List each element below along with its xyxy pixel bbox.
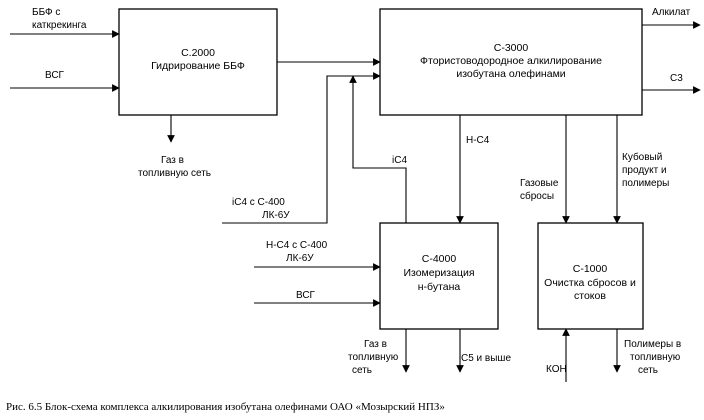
fuel-gas-c2000-label-2: топливную сеть bbox=[138, 168, 211, 179]
block-c3000-name-2: изобутана олефинами bbox=[456, 68, 565, 80]
polymers-fuel-label-1: Полимеры в bbox=[624, 339, 681, 350]
flow-bbf-in: ББФ с каткрекинга bbox=[10, 7, 120, 38]
fuel-gas-c2000-label-1: Газ в bbox=[161, 155, 184, 166]
block-c4000-name-1: Изомеризация bbox=[403, 267, 474, 279]
flow-bottoms: Кубовый продукт и полимеры bbox=[613, 115, 669, 224]
bottoms-label-1: Кубовый bbox=[622, 151, 662, 163]
flow-alkilat: Алкилат bbox=[642, 7, 701, 29]
ic4-recycle-arrow bbox=[349, 75, 407, 223]
gas-vents-label-2: сбросы bbox=[520, 190, 554, 202]
ic4-external-label-2: ЛК-6У bbox=[262, 210, 290, 221]
block-c1000-name-1: Очистка сбросов и bbox=[544, 277, 636, 289]
block-c3000: С-3000 Фтористоводородное алкилирование … bbox=[379, 8, 643, 116]
flow-ic4-recycle: iC4 bbox=[349, 75, 407, 223]
c3-label: С3 bbox=[670, 73, 683, 84]
block-c4000: С-4000 Изомеризация н-бутана bbox=[379, 222, 499, 330]
polymers-fuel-label-2: топливную bbox=[630, 352, 681, 363]
flow-polymers-fuel: Полимеры в топливную сеть bbox=[613, 329, 681, 376]
polymers-fuel-label-3: сеть bbox=[638, 365, 658, 376]
bottoms-label-3: полимеры bbox=[622, 178, 669, 189]
gas-vents-label-1: Газовые bbox=[520, 178, 559, 189]
flow-vsg-top: ВСГ bbox=[10, 70, 120, 92]
block-c2000: С.2000 Гидрирование ББФ bbox=[118, 8, 278, 116]
bottoms-label-2: продукт и bbox=[622, 165, 667, 176]
flow-gas-vents: Газовые сбросы bbox=[520, 115, 570, 224]
bbf-in-label-2: каткрекинга bbox=[32, 20, 87, 31]
block-c1000-name-2: стоков bbox=[574, 290, 606, 302]
block-c1000-code: С-1000 bbox=[573, 263, 608, 275]
block-c3000-name-1: Фтористоводородное алкилирование bbox=[420, 55, 602, 67]
flow-nc4-external: Н-С4 с С-400 ЛК-6У bbox=[254, 240, 381, 271]
fuel-gas-c4000-label-3: сеть bbox=[352, 365, 372, 376]
vsg-bottom-label: ВСГ bbox=[296, 290, 316, 301]
block-c3000-code: С-3000 bbox=[494, 42, 529, 54]
block-c1000: С-1000 Очистка сбросов и стоков bbox=[537, 222, 644, 330]
flow-n-c4: Н-С4 bbox=[456, 115, 490, 224]
nc4-external-label-2: ЛК-6У bbox=[286, 253, 314, 264]
block-c2000-code: С.2000 bbox=[181, 47, 215, 59]
flow-c3: С3 bbox=[642, 73, 701, 94]
nc4-external-label-1: Н-С4 с С-400 bbox=[266, 240, 328, 251]
flow-koh: КОН bbox=[546, 328, 570, 382]
flow-fuel-gas-c2000: Газ в топливную сеть bbox=[138, 115, 211, 179]
n-c4-label: Н-С4 bbox=[466, 135, 490, 146]
flow-vsg-bottom: ВСГ bbox=[254, 290, 381, 307]
figure-caption: Рис. 6.5 Блок-схема комплекса алкилирова… bbox=[6, 401, 445, 413]
block-c4000-name-2: н-бутана bbox=[418, 281, 461, 293]
fuel-gas-c4000-label-1: Газ в bbox=[364, 339, 387, 350]
block-c4000-code: С-4000 bbox=[422, 253, 457, 265]
flow-fuel-gas-c4000: Газ в топливную сеть bbox=[348, 329, 410, 376]
koh-label: КОН bbox=[546, 364, 567, 375]
fuel-gas-c4000-label-2: топливную bbox=[348, 352, 399, 363]
block-c2000-name: Гидрирование ББФ bbox=[151, 60, 245, 72]
vsg-top-label: ВСГ bbox=[45, 70, 65, 81]
alkilat-label: Алкилат bbox=[652, 7, 691, 18]
ic4-recycle-label: iC4 bbox=[392, 155, 407, 166]
ic4-external-label-1: iC4 с С-400 bbox=[232, 197, 285, 208]
flow-c5-plus: С5 и выше bbox=[456, 329, 511, 373]
c5-plus-label: С5 и выше bbox=[461, 353, 511, 364]
bbf-in-label-1: ББФ с bbox=[32, 7, 60, 18]
